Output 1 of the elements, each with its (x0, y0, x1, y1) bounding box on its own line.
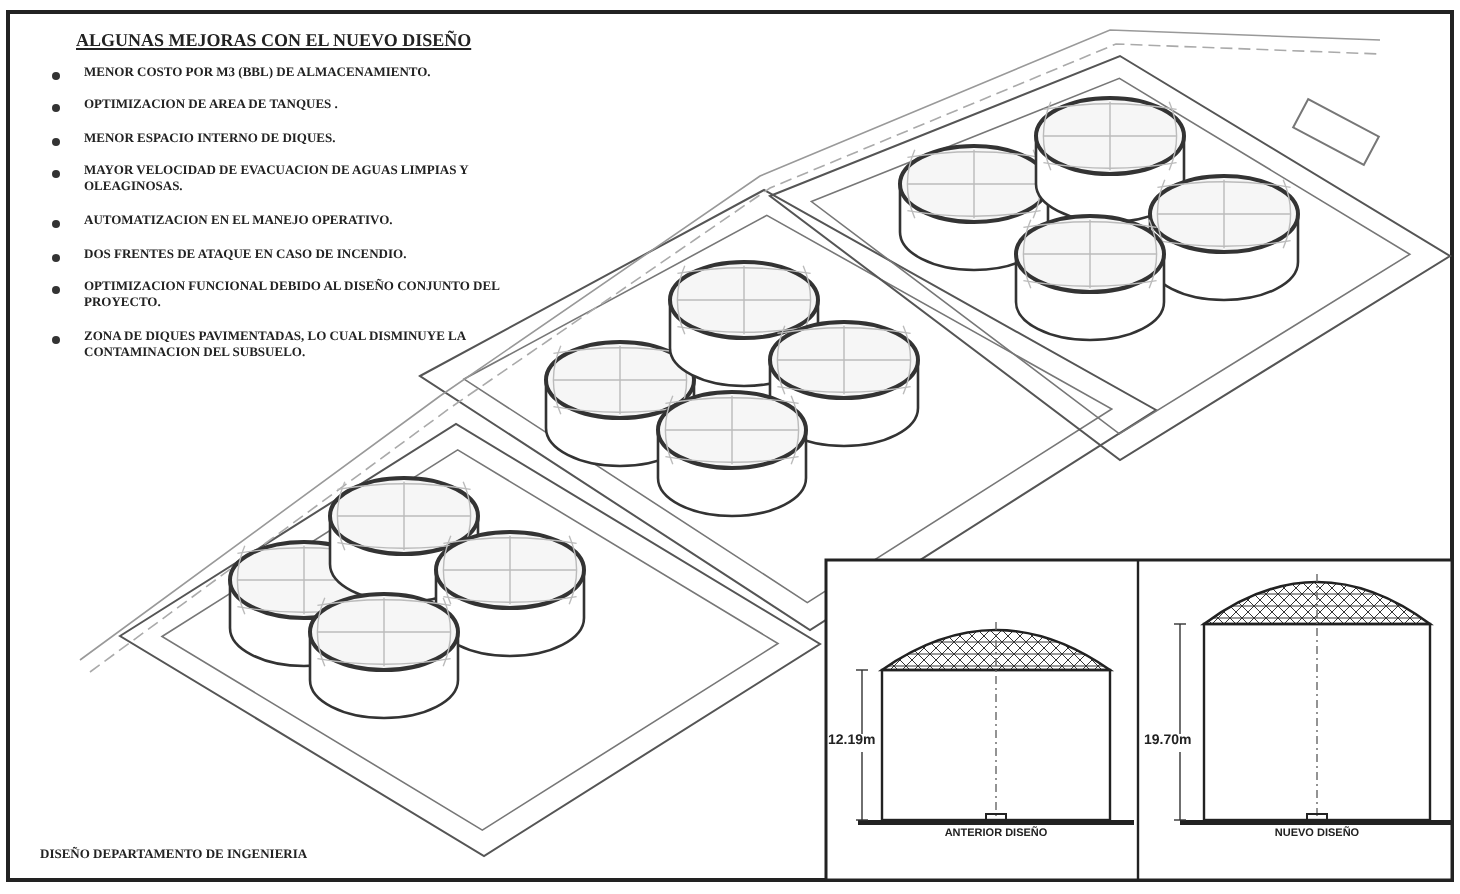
heading: ALGUNAS MEJORAS CON EL NUEVO DISEÑO (76, 30, 474, 53)
